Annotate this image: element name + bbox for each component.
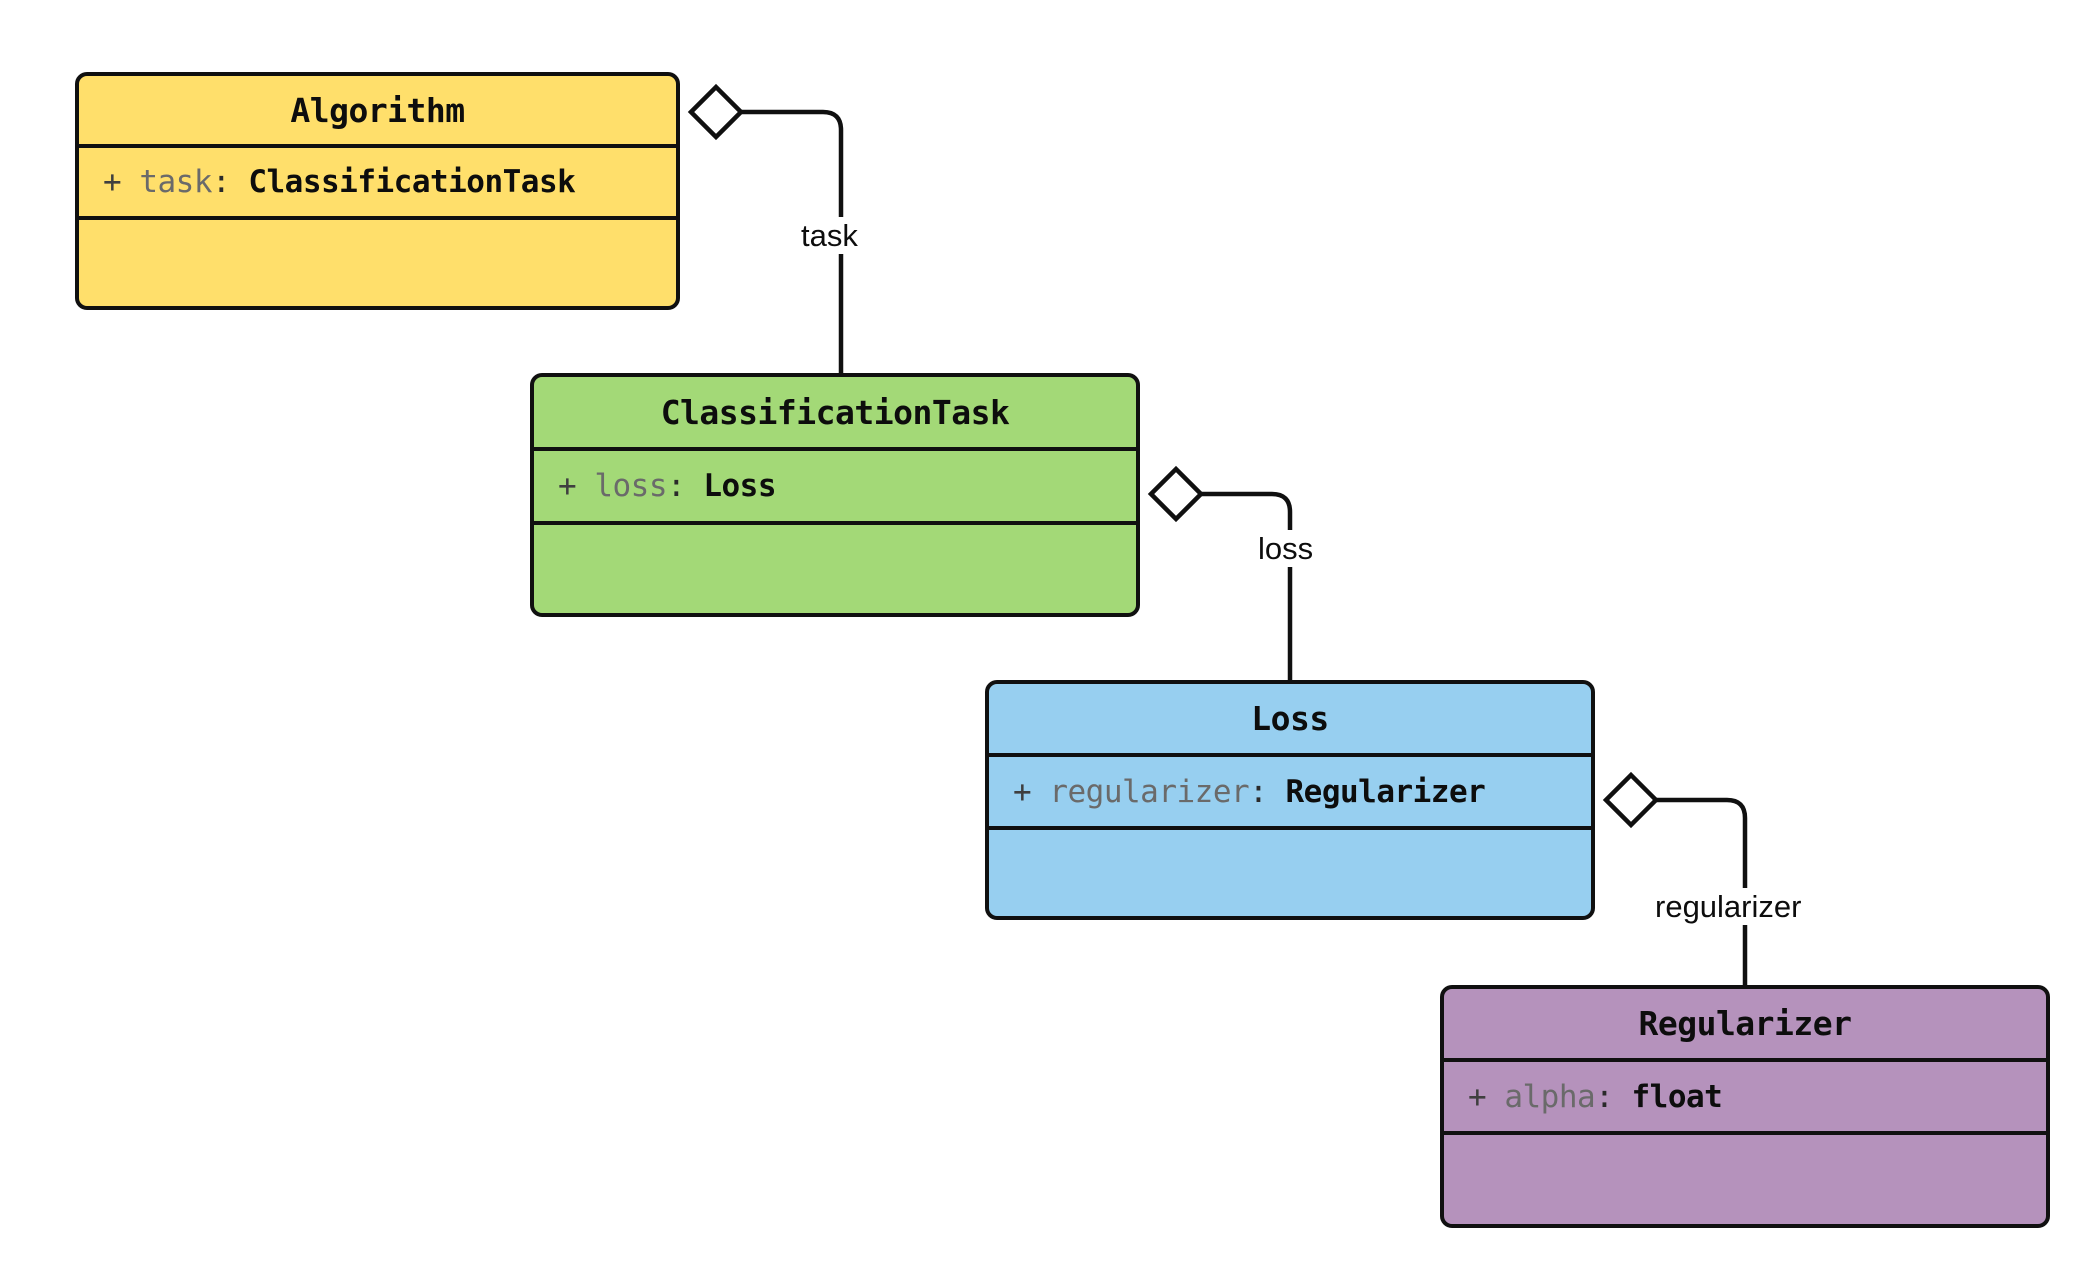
attribute-name: alpha bbox=[1504, 1078, 1596, 1115]
attribute-name: loss bbox=[594, 468, 667, 504]
attribute-separator: : bbox=[212, 164, 231, 200]
attribute-separator: : bbox=[1249, 773, 1268, 810]
attribute-type: Regularizer bbox=[1285, 773, 1486, 810]
class-methods-algorithm bbox=[79, 220, 676, 306]
uml-class-regularizer[interactable]: Regularizer + alpha: float bbox=[1440, 985, 2050, 1228]
attribute-visibility: + bbox=[1013, 773, 1032, 810]
aggregation-diamond-algorithm-task bbox=[687, 83, 745, 141]
relationship-label-loss-regularizer: regularizer bbox=[1650, 888, 1807, 925]
aggregation-diamond-classificationtask-loss bbox=[1147, 465, 1205, 523]
class-methods-loss bbox=[989, 830, 1591, 916]
attribute-type: Loss bbox=[703, 468, 776, 504]
uml-class-algorithm[interactable]: Algorithm + task: ClassificationTask bbox=[75, 72, 680, 310]
attribute-type: float bbox=[1631, 1078, 1723, 1115]
class-attributes-regularizer: + alpha: float bbox=[1444, 1062, 2046, 1135]
relationship-label-classificationtask-loss: loss bbox=[1253, 530, 1319, 567]
class-title-regularizer: Regularizer bbox=[1444, 989, 2046, 1062]
attribute-type: ClassificationTask bbox=[248, 164, 576, 200]
relationship-label-algorithm-task: task bbox=[796, 217, 863, 254]
relationship-line-loss-regularizer bbox=[1656, 797, 1748, 985]
attribute-name: task bbox=[139, 164, 212, 200]
class-attributes-algorithm: + task: ClassificationTask bbox=[79, 148, 676, 220]
relationship-line-classificationtask-loss bbox=[1201, 491, 1293, 680]
attribute-separator: : bbox=[667, 468, 686, 504]
class-attributes-classification-task: + loss: Loss bbox=[534, 451, 1136, 525]
uml-class-classification-task[interactable]: ClassificationTask + loss: Loss bbox=[530, 373, 1140, 617]
attribute-row: + loss: Loss bbox=[558, 468, 776, 504]
attribute-row: + alpha: float bbox=[1468, 1078, 1723, 1115]
class-title-algorithm: Algorithm bbox=[79, 76, 676, 148]
class-methods-classification-task bbox=[534, 525, 1136, 613]
attribute-row: + task: ClassificationTask bbox=[103, 164, 576, 200]
class-methods-regularizer bbox=[1444, 1135, 2046, 1224]
attribute-separator: : bbox=[1595, 1078, 1614, 1115]
uml-class-loss[interactable]: Loss + regularizer: Regularizer bbox=[985, 680, 1595, 920]
class-title-loss: Loss bbox=[989, 684, 1591, 757]
class-attributes-loss: + regularizer: Regularizer bbox=[989, 757, 1591, 830]
attribute-name: regularizer bbox=[1049, 773, 1250, 810]
attribute-row: + regularizer: Regularizer bbox=[1013, 773, 1486, 810]
relationship-line-algorithm-task bbox=[741, 109, 844, 373]
aggregation-diamond-loss-regularizer bbox=[1602, 771, 1660, 829]
attribute-visibility: + bbox=[103, 164, 122, 200]
attribute-visibility: + bbox=[1468, 1078, 1487, 1115]
class-title-classification-task: ClassificationTask bbox=[534, 377, 1136, 451]
attribute-visibility: + bbox=[558, 468, 577, 504]
